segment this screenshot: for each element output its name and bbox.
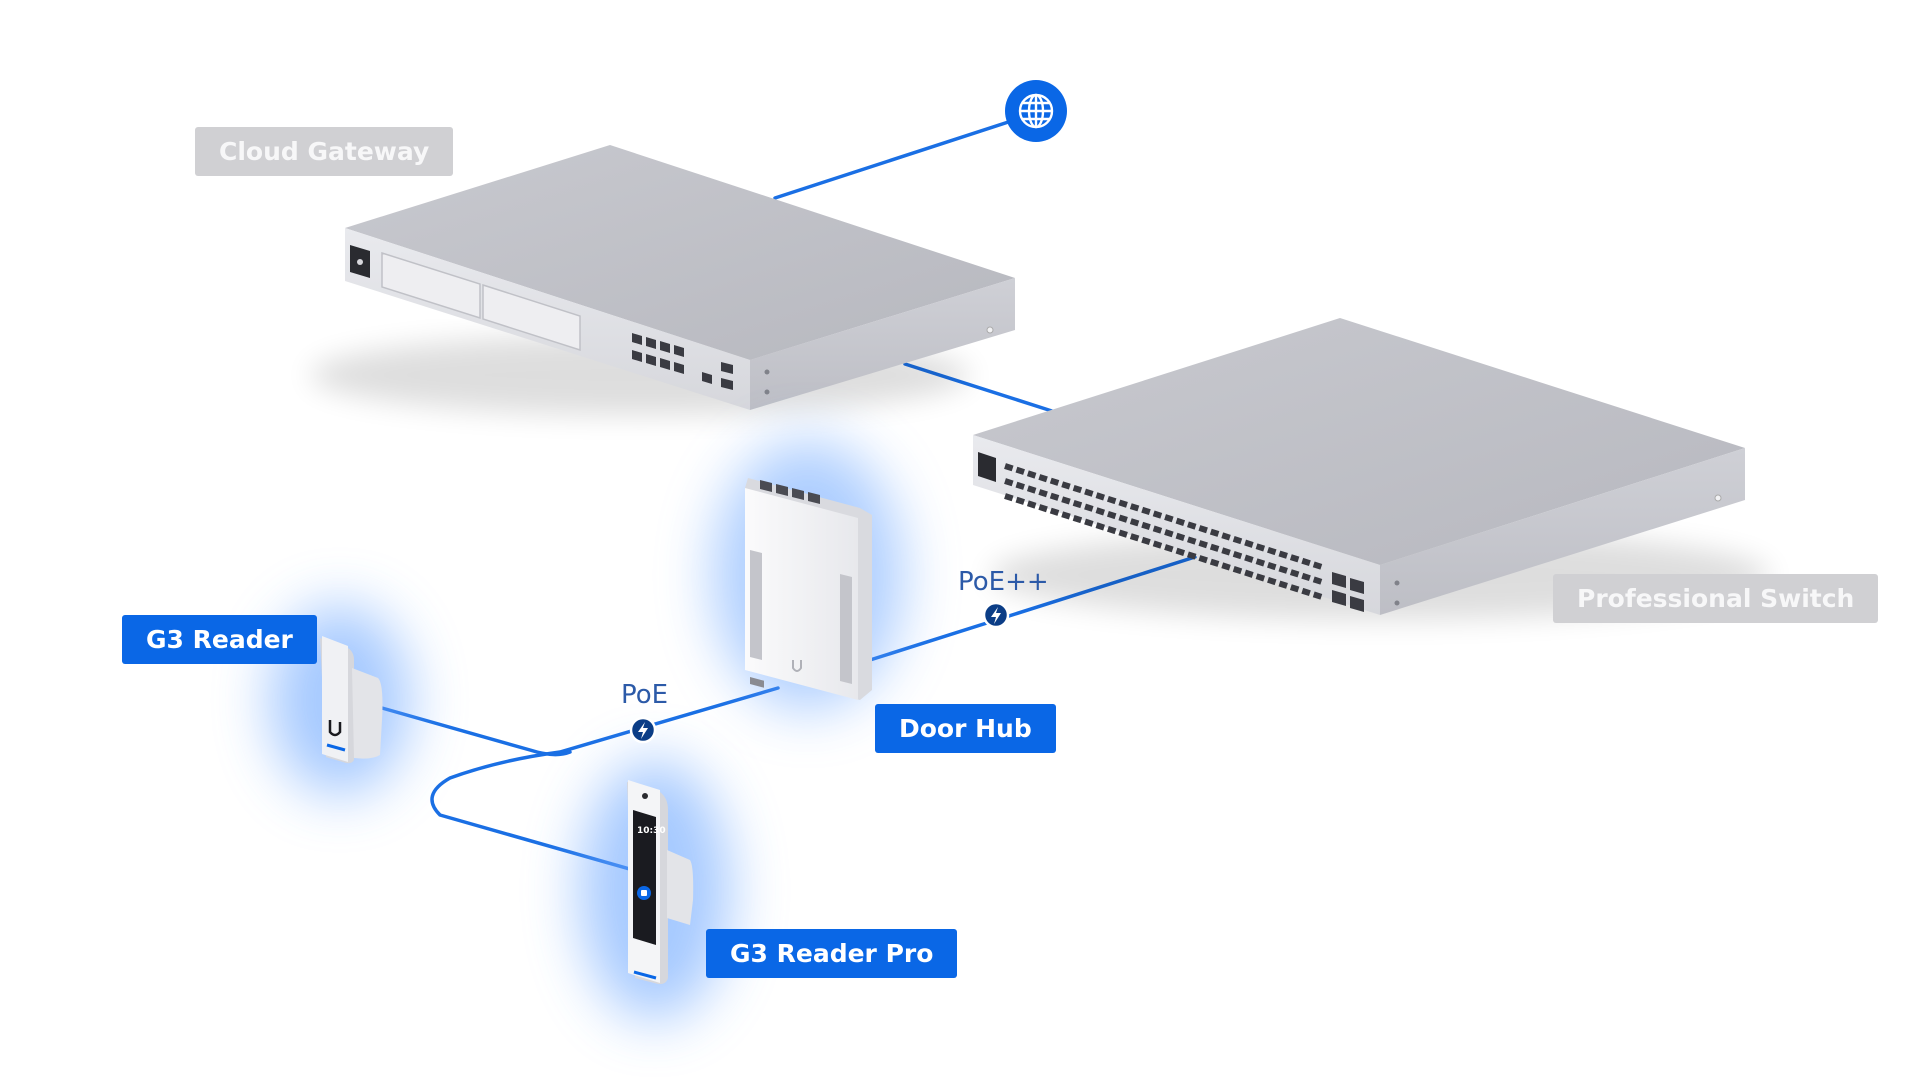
door-hub-label: Door Hub — [875, 704, 1056, 753]
poe-connector — [629, 716, 657, 744]
g3-reader-pro-label: G3 Reader Pro — [706, 929, 958, 978]
internet-node — [1005, 80, 1067, 142]
g3-reader-pro-device: 10:30 — [580, 760, 730, 1020]
cloud-gateway-device — [310, 145, 1015, 415]
poe-label: PoE — [621, 680, 669, 710]
door-hub-terminals — [750, 550, 852, 684]
lightning-icon — [638, 722, 648, 739]
switch-ports — [1004, 463, 1326, 601]
professional-switch-device — [973, 318, 1770, 620]
reader-pro-screen — [633, 810, 656, 945]
globe-icon — [1018, 93, 1054, 129]
lightning-icon — [991, 607, 1001, 624]
ubiquiti-u-icon — [792, 660, 802, 672]
poe-plus-connector — [982, 601, 1010, 629]
professional-switch-label: Professional Switch — [1553, 574, 1879, 623]
ubiquiti-u-icon — [328, 720, 342, 737]
gateway-ports — [632, 333, 733, 390]
reader-pro-camera — [642, 793, 648, 799]
poe-plus-label: PoE++ — [958, 567, 1049, 597]
door-hub-ports — [760, 480, 820, 504]
reader-pro-time: 10:30 — [637, 826, 666, 836]
cable-g3-reader — [380, 706, 572, 757]
cable-gateway-internet — [773, 111, 1038, 200]
cable-doorhub-readers — [430, 686, 780, 874]
g3-reader-label: G3 Reader — [122, 615, 317, 664]
door-hub-device — [713, 440, 903, 710]
cloud-gateway-label: Cloud Gateway — [195, 127, 454, 176]
